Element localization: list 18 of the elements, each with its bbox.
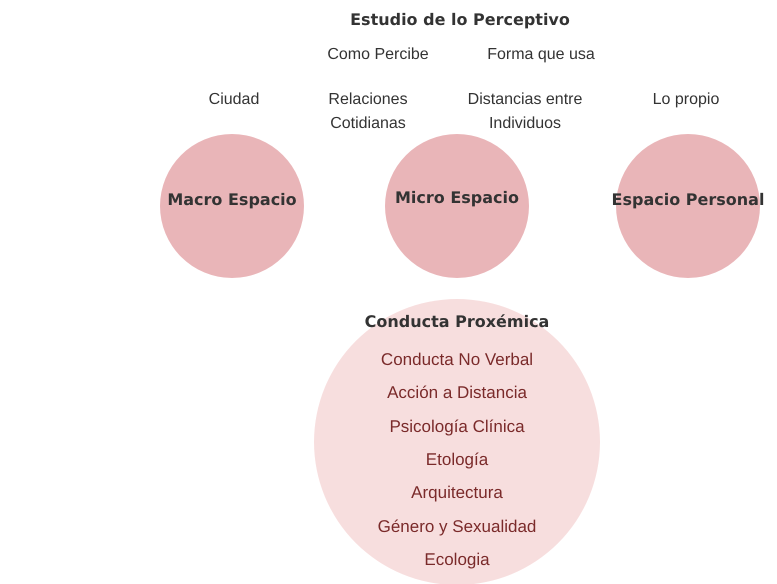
text-label: Forma que usa [486,45,596,65]
circle-heading: Espacio Personal [610,189,766,211]
circle-heading: Macro Espacio [166,189,298,211]
circle-heading: Conducta Proxémica [364,311,550,333]
topic-item: Arquitectura [410,482,504,504]
topic-item: Ecologia [423,548,491,571]
text-label: Lo propio [652,90,720,110]
topic-item: Etología [424,448,490,471]
topic-item: Conducta No Verbal [380,349,534,371]
text-label: Ciudad [208,90,260,110]
topic-item: Acción a Distancia [386,382,528,404]
topic-item: Género y Sexualidad [376,516,538,538]
text-label: Distancias entre Individuos [466,90,584,134]
text-label: Relaciones Cotidianas [327,90,409,134]
topic-item: Psicología Clínica [388,416,526,438]
diagram-title: Estudio de lo Perceptivo [349,9,571,31]
text-label: Como Percibe [326,45,430,65]
circle-heading: Micro Espacio [394,187,520,209]
